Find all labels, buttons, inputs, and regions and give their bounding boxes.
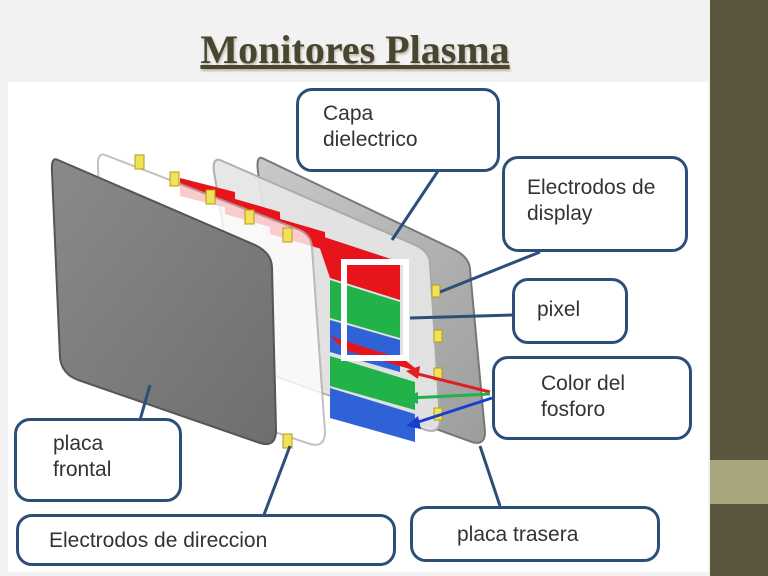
callout-pixel: pixel bbox=[512, 278, 628, 344]
callout-color-fosforo: Color del fosforo bbox=[492, 356, 692, 440]
front-panel bbox=[50, 158, 278, 446]
callout-electrodos-direccion-text: Electrodos de direccion bbox=[49, 529, 268, 552]
slide-title: Monitores Plasma bbox=[200, 27, 510, 72]
callout-placa-frontal: placa frontal bbox=[14, 418, 182, 502]
callout-capa-text: Capa dielectrico bbox=[323, 102, 418, 152]
address-electrodes bbox=[134, 154, 293, 449]
callout-placa-trasera: placa trasera bbox=[410, 506, 660, 562]
callout-electrodos-display: Electrodos de display bbox=[502, 156, 688, 252]
pixel-highlight-box bbox=[341, 259, 409, 361]
sidebar-accent-band bbox=[710, 460, 768, 504]
phosphor-arrows bbox=[404, 366, 493, 429]
slide-sidebar bbox=[710, 0, 768, 576]
callout-capa-dielectrico: Capa dielectrico bbox=[296, 88, 500, 172]
callout-leaders bbox=[138, 167, 541, 521]
callout-color-text: Color del fosforo bbox=[541, 372, 626, 422]
callout-placa-frontal-text: placa frontal bbox=[53, 432, 112, 482]
callout-electrodos-display-text: Electrodos de display bbox=[527, 176, 656, 226]
callout-placa-trasera-text: placa trasera bbox=[457, 523, 579, 546]
callout-electrodos-direccion: Electrodos de direccion bbox=[16, 514, 396, 566]
callout-pixel-text: pixel bbox=[537, 298, 581, 321]
